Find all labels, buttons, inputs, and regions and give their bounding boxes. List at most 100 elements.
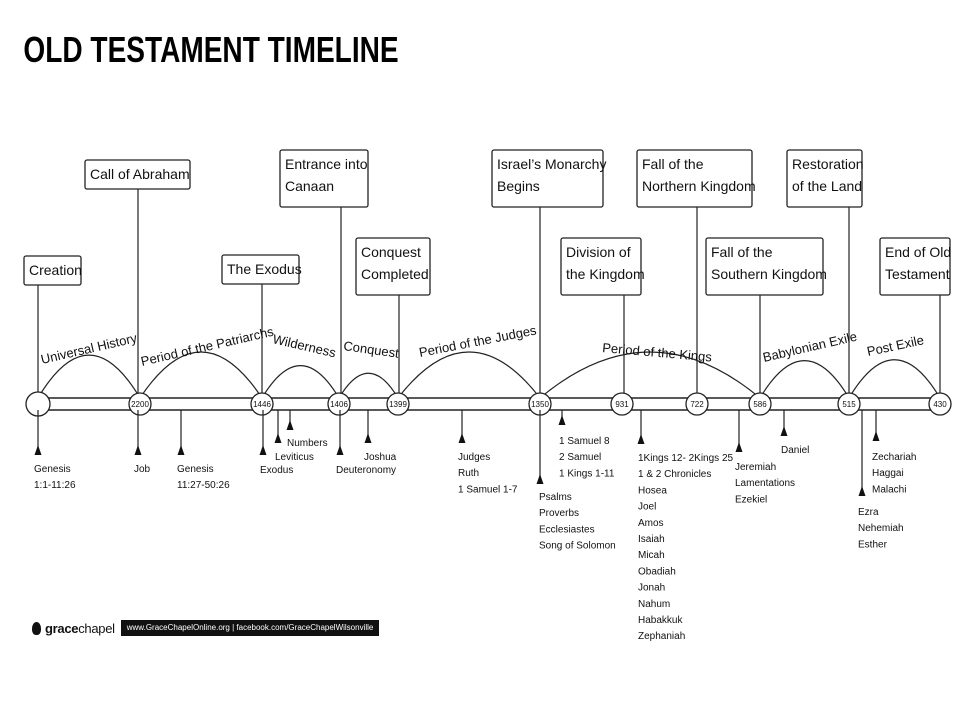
book-marker-arrow-icon <box>872 431 880 441</box>
book-marker-arrow-icon <box>259 445 267 455</box>
year-label: 586 <box>753 400 767 409</box>
book-label-wisdom: Psalms <box>539 492 572 503</box>
book-marker-arrow-icon <box>336 445 344 455</box>
year-label: 1350 <box>531 400 549 409</box>
book-label-genesis1: 1:1-11:26 <box>34 480 76 491</box>
year-label: 515 <box>842 400 856 409</box>
period-label: Universal History <box>39 330 139 367</box>
period-label: Period of the Kings <box>602 340 713 365</box>
page-title: OLD TESTAMENT TIMELINE <box>23 30 398 70</box>
book-label-zechariah: Malachi <box>872 484 906 495</box>
book-label-samuel: 1 Samuel 8 <box>559 436 610 447</box>
year-label: 1406 <box>330 400 348 409</box>
period-label: Period of the Judges <box>418 322 538 360</box>
period-arch <box>397 351 541 399</box>
book-label-kings: 1 & 2 Chronicles <box>638 469 711 480</box>
year-label: 1399 <box>389 400 407 409</box>
year-label: 2200 <box>131 400 149 409</box>
book-label-kings: 1Kings 12- 2Kings 25 <box>638 453 734 464</box>
timeline-node <box>928 392 952 416</box>
book-label-kings: Habakkuk <box>638 615 683 626</box>
event-box-border <box>560 237 642 296</box>
timeline-node <box>685 392 709 416</box>
book-marker-arrow-icon <box>274 433 282 443</box>
event-box-border <box>786 149 863 208</box>
timeline-node <box>327 392 351 416</box>
book-label-kings: Micah <box>638 550 665 561</box>
book-label-genesis2: Genesis <box>177 464 214 475</box>
book-label-deuteronomy: Deuteronomy <box>336 465 396 476</box>
event-box-border <box>221 254 300 285</box>
event-box-border <box>23 255 82 286</box>
event-box-exodus: The Exodus <box>221 254 302 285</box>
book-marker-arrow-icon <box>558 415 566 425</box>
event-box-abraham: Call of Abraham <box>84 159 191 190</box>
period-label: Wilderness <box>271 331 338 360</box>
event-box-border <box>84 159 191 190</box>
event-label: Entrance into <box>285 156 368 172</box>
event-label: Canaan <box>285 178 334 194</box>
book-label-kings: Jonah <box>638 583 665 594</box>
book-label-ezra: Esther <box>858 539 888 550</box>
event-box-border <box>355 237 431 296</box>
event-label: Testament <box>885 266 950 282</box>
period-arch <box>37 354 141 399</box>
book-marker-arrow-icon <box>177 445 185 455</box>
event-label: Southern Kingdom <box>711 266 827 282</box>
book-label-judges: 1 Samuel 1-7 <box>458 484 518 495</box>
book-marker-arrow-icon <box>286 420 294 430</box>
event-label: The Exodus <box>227 261 302 277</box>
period-arch <box>261 365 340 399</box>
event-box-border <box>636 149 753 208</box>
book-label-leviticus: Leviticus <box>275 452 314 463</box>
timeline-node <box>748 392 772 416</box>
timeline-node <box>250 392 274 416</box>
event-label: Fall of the <box>642 156 704 172</box>
event-label: Begins <box>497 178 540 194</box>
book-label-zechariah: Haggai <box>872 468 904 479</box>
timeline-node <box>386 392 410 416</box>
book-marker-arrow-icon <box>735 442 743 452</box>
year-label: 931 <box>615 400 629 409</box>
period-label: Post Exile <box>866 332 926 359</box>
timeline-node <box>837 392 861 416</box>
book-label-genesis2: 11:27-50:26 <box>177 480 230 491</box>
book-label-kings: Obadiah <box>638 566 676 577</box>
footer-links: www.GraceChapelOnline.org | facebook.com… <box>120 620 380 636</box>
book-label-jeremiah: Lamentations <box>735 478 795 489</box>
book-label-joshua: Joshua <box>364 452 397 463</box>
event-label: Fall of the <box>711 244 773 260</box>
book-label-ezra: Nehemiah <box>858 523 904 534</box>
timeline-node <box>128 392 152 416</box>
book-marker-arrow-icon <box>637 434 645 444</box>
event-box-border <box>279 149 369 208</box>
book-label-kings: Zephaniah <box>638 631 685 642</box>
book-label-kings: Isaiah <box>638 534 665 545</box>
book-label-judges: Judges <box>458 452 490 463</box>
event-label: Northern Kingdom <box>642 178 756 194</box>
event-label: Completed <box>361 266 429 282</box>
period-arch <box>759 360 850 399</box>
book-label-wisdom: Song of Solomon <box>539 541 616 552</box>
book-label-job: Job <box>134 464 151 475</box>
timeline-node <box>610 392 634 416</box>
book-label-kings: Nahum <box>638 599 670 610</box>
period-label: Babylonian Exile <box>761 329 858 365</box>
book-marker-arrow-icon <box>364 433 372 443</box>
book-marker-arrow-icon <box>780 426 788 436</box>
book-label-judges: Ruth <box>458 468 479 479</box>
event-label: Restoration <box>792 156 864 172</box>
book-marker-arrow-icon <box>458 433 466 443</box>
book-label-numbers: Numbers <box>287 438 328 449</box>
period-arch <box>848 359 941 399</box>
book-label-ezra: Ezra <box>858 507 879 518</box>
book-label-kings: Joel <box>638 502 656 513</box>
event-label: Creation <box>29 262 82 278</box>
